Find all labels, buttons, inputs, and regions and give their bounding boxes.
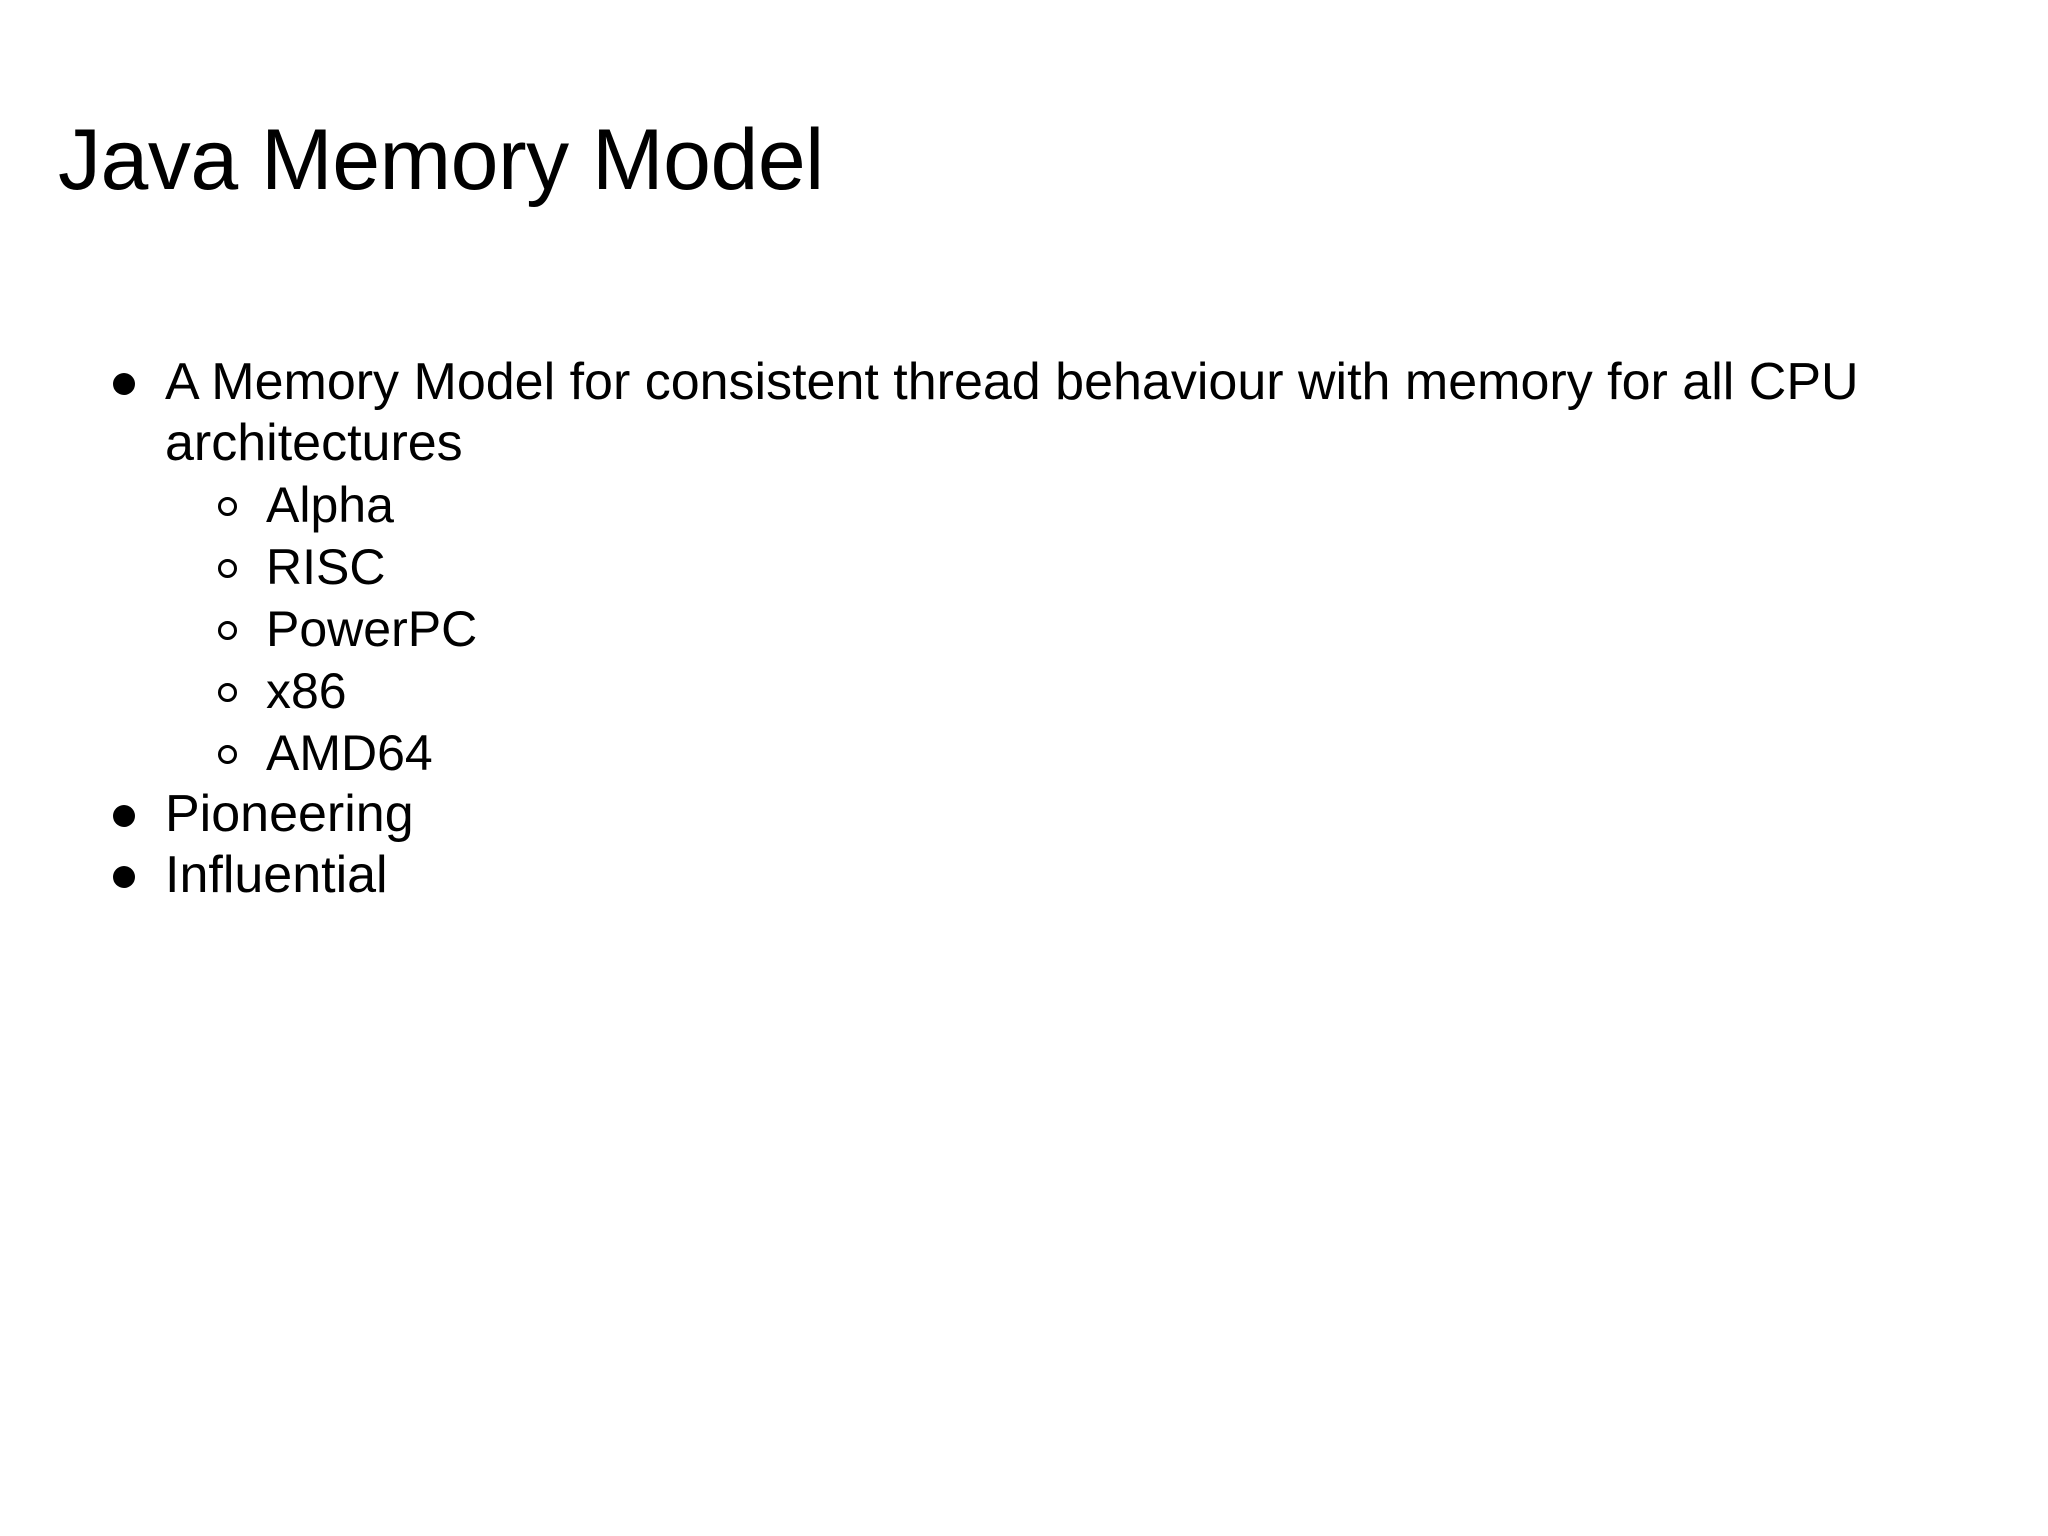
sub-bullet-group: Alpha RISC PowerPC x86 AMD64: [0, 474, 2048, 784]
bullet-item-level2: x86: [0, 660, 2048, 722]
bullet-item-level1: A Memory Model for consistent thread beh…: [0, 352, 2048, 474]
bullet-text: AMD64: [266, 725, 433, 782]
bullet-item-level2: Alpha: [0, 474, 2048, 536]
filled-disc-bullet-icon: [113, 804, 135, 827]
bullet-text: Influential: [165, 846, 388, 905]
filled-disc-bullet-icon: [113, 866, 135, 889]
bullet-item-level2: PowerPC: [0, 598, 2048, 660]
bullet-item-level1: Influential: [0, 845, 2048, 906]
hollow-circle-bullet-icon: [218, 559, 237, 579]
hollow-circle-bullet-icon: [218, 683, 237, 703]
slide-title: Java Memory Model: [58, 111, 824, 208]
hollow-circle-bullet-icon: [218, 497, 237, 517]
bullet-text: Alpha: [266, 477, 394, 534]
bullet-text: RISC: [266, 539, 386, 596]
filled-disc-bullet-icon: [113, 372, 135, 395]
bullet-text: PowerPC: [266, 601, 478, 658]
bullet-text: A Memory Model for consistent thread beh…: [165, 353, 1859, 473]
bullet-item-level2: AMD64: [0, 722, 2048, 784]
bullet-text: Pioneering: [165, 785, 414, 844]
bullet-item-level1: Pioneering: [0, 784, 2048, 845]
hollow-circle-bullet-icon: [218, 621, 237, 641]
slide-body-bullet-list: A Memory Model for consistent thread beh…: [0, 352, 2048, 906]
hollow-circle-bullet-icon: [218, 745, 237, 765]
bullet-item-level2: RISC: [0, 536, 2048, 598]
bullet-text: x86: [266, 663, 347, 720]
